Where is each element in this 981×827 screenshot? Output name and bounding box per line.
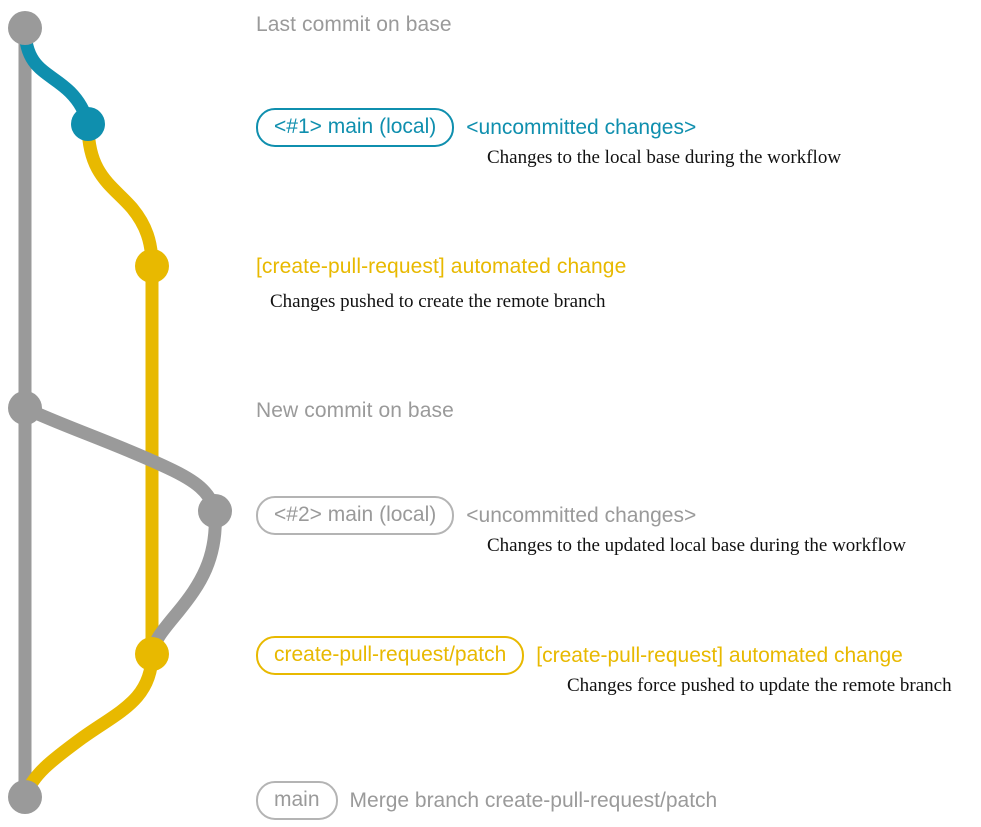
row-automated-change-1: [create-pull-request] automated change (256, 256, 626, 277)
commit-headline-last-commit-on-base: Last commit on base (256, 13, 452, 36)
ref-badge-local-main-2[interactable]: <#2> main (local) (256, 496, 455, 535)
node-local-main-2 (198, 494, 232, 528)
caption-automated-change-2: Changes force pushed to update the remot… (567, 675, 952, 696)
ref-badge-main[interactable]: main (256, 781, 338, 820)
commit-headline-new-commit-on-base: New commit on base (256, 399, 454, 422)
ref-badge-create-pull-request-patch[interactable]: create-pull-request/patch (256, 636, 525, 675)
caption-local-main-2: Changes to the updated local base during… (487, 535, 906, 556)
edge-local-main-1-to-automated-1 (81, 117, 159, 273)
node-automated-2 (135, 637, 169, 671)
row-merge-commit: main Merge branch create-pull-request/pa… (256, 781, 717, 820)
node-base-new (8, 391, 42, 425)
caption-automated-change-1: Changes pushed to create the remote bran… (270, 291, 606, 312)
node-automated-1 (135, 249, 169, 283)
row-new-commit-on-base: New commit on base (256, 400, 454, 421)
row-local-main-2: <#2> main (local) <uncommitted changes> (256, 496, 696, 535)
commit-message-automated-change-2: [create-pull-request] automated change (536, 644, 903, 667)
edge-local-main-2-to-automated-2 (145, 504, 222, 661)
ref-badge-local-main-1[interactable]: <#1> main (local) (256, 108, 455, 147)
edge-base-new-to-local-main-2 (18, 401, 222, 518)
edge-automated-2-to-merge (18, 647, 159, 804)
commit-message-merge: Merge branch create-pull-request/patch (349, 789, 718, 812)
node-base-head (8, 11, 42, 45)
edge-base-to-local-main-1 (18, 21, 95, 131)
commit-message-local-main-1: <uncommitted changes> (466, 116, 697, 139)
node-merge (8, 780, 42, 814)
commit-message-local-main-2: <uncommitted changes> (466, 504, 697, 527)
row-local-main-1: <#1> main (local) <uncommitted changes> (256, 108, 696, 147)
caption-local-main-1: Changes to the local base during the wor… (487, 147, 842, 168)
node-local-main-1 (71, 107, 105, 141)
commit-headline-automated-change-1: [create-pull-request] automated change (256, 255, 627, 278)
row-automated-change-2: create-pull-request/patch [create-pull-r… (256, 636, 903, 675)
row-last-commit-on-base: Last commit on base (256, 14, 452, 35)
git-graph-nodes (8, 11, 232, 814)
